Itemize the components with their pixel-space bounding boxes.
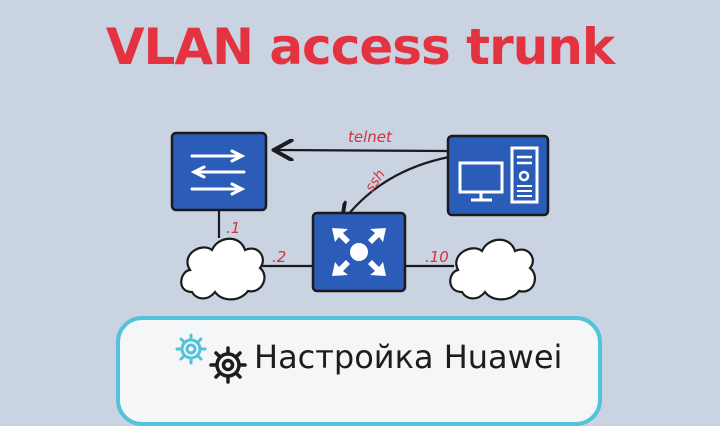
subtitle-text: Настройка Huawei xyxy=(254,338,563,376)
ip-label-2: .2 xyxy=(272,248,286,266)
gear-icon xyxy=(175,333,207,365)
cloud-icon xyxy=(180,237,266,301)
cloud-icon xyxy=(449,238,536,301)
ip-label-10: .10 xyxy=(425,248,449,266)
gear-icon xyxy=(209,346,247,384)
network-diagram: telnet ssh .1 .2 .10 xyxy=(170,128,550,301)
ssh-arrow xyxy=(343,155,450,221)
router-icon xyxy=(311,211,407,293)
computer-icon xyxy=(446,134,550,217)
ip-label-1: .1 xyxy=(226,219,240,237)
telnet-arrow xyxy=(276,150,448,151)
telnet-label: telnet xyxy=(348,128,393,146)
ssh-label: ssh xyxy=(362,167,389,195)
switch-icon xyxy=(170,131,268,212)
page-title: VLAN access trunk xyxy=(105,18,615,76)
